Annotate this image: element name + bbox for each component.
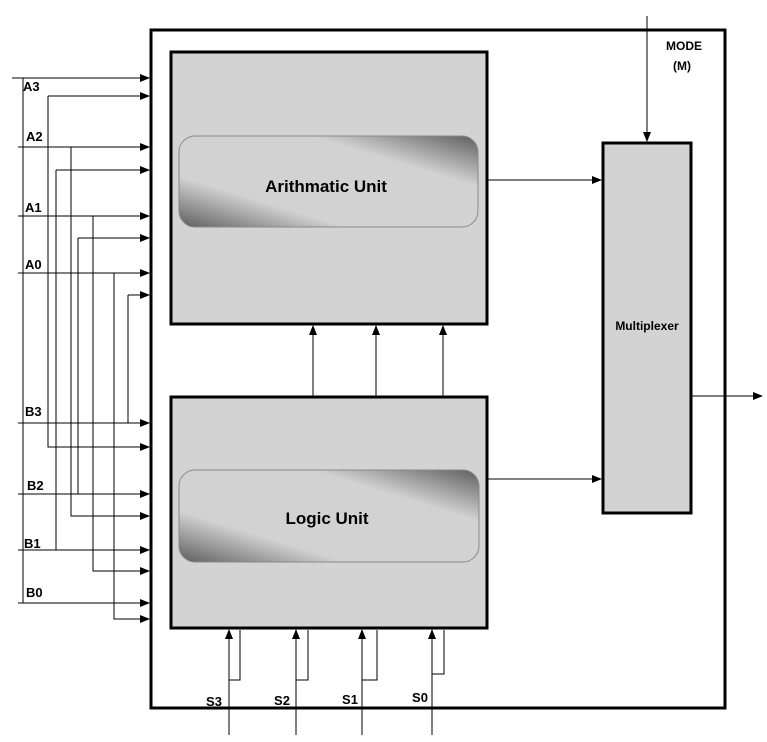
input-label-a3: A3 <box>23 79 40 94</box>
system-boundary <box>149 28 727 710</box>
mode-label: MODE <box>666 39 702 53</box>
multiplexer-label: Multiplexer <box>615 319 679 333</box>
arithmetic-unit-block: Arithmatic Unit <box>169 50 489 326</box>
mode-sub-label: (M) <box>673 59 691 73</box>
select-label-s0: S0 <box>412 690 428 705</box>
select-label-s1: S1 <box>342 692 358 707</box>
logic-unit-block: Logic Unit <box>169 395 489 630</box>
select-wiring <box>225 629 445 735</box>
select-label-s2: S2 <box>274 693 290 708</box>
input-label-a0: A0 <box>25 257 42 272</box>
input-label-a2: A2 <box>26 129 43 144</box>
arithmetic-unit-label: Arithmatic Unit <box>265 177 387 196</box>
input-wiring <box>12 74 150 623</box>
input-label-b0: B0 <box>26 585 43 600</box>
input-label-b2: B2 <box>27 478 44 493</box>
input-label-b3: B3 <box>25 404 42 419</box>
input-label-a1: A1 <box>25 200 42 215</box>
input-label-b1: B1 <box>24 536 41 551</box>
multiplexer-block: Multiplexer <box>601 141 693 515</box>
select-label-s3: S3 <box>206 694 222 709</box>
logic-unit-label: Logic Unit <box>285 509 368 528</box>
